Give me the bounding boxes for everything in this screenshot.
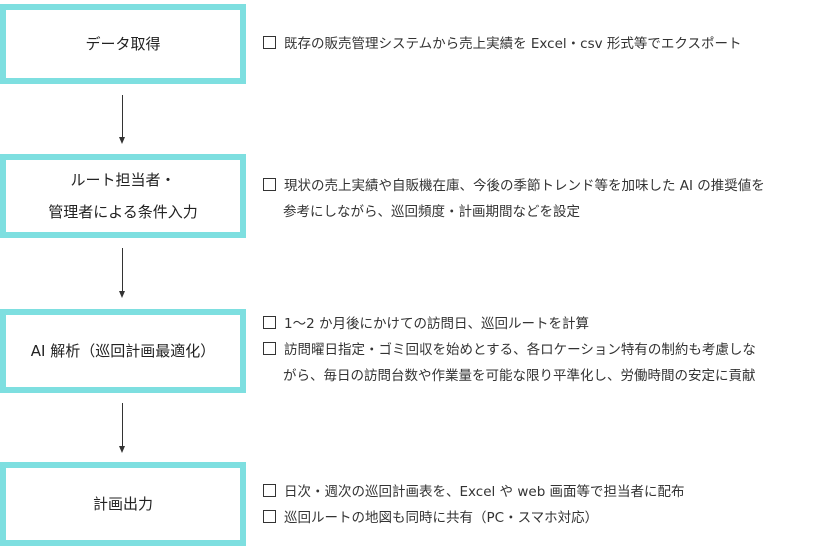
detail-line: 訪問曜日指定・ゴミ回収を始めとする、各ロケーション特有の制約も考慮しな [263,337,840,363]
step-title: 計画出力 [92,495,153,513]
checkbox-icon [263,178,276,191]
step-title: ルート担当者・ [70,171,176,189]
step-3-description: 1〜2 か月後にかけての訪問日、巡回ルートを計算 訪問曜日指定・ゴミ回収を始めと… [263,311,840,389]
flow-arrow-1 [119,95,125,144]
checkbox-icon [263,36,276,49]
detail-line-continuation: 参考にしながら、巡回頻度・計画期間などを設定 [283,204,580,220]
step-title: データ取得 [85,35,161,53]
step-4-description: 日次・週次の巡回計画表を、Excel や web 画面等で担当者に配布 巡回ルー… [263,479,840,531]
step-box-ai-analysis: AI 解析（巡回計画最適化） [0,309,246,393]
step-title: 管理者による条件入力 [48,203,198,221]
detail-line: 1〜2 か月後にかけての訪問日、巡回ルートを計算 [263,311,840,337]
detail-line-continuation: がら、毎日の訪問台数や作業量を可能な限り平準化し、労働時間の安定に貢献 [283,368,756,384]
step-1-description: 既存の販売管理システムから売上実績を Excel・csv 形式等でエクスポート [263,31,840,57]
detail-line: 現状の売上実績や自販機在庫、今後の季節トレンド等を加味した AI の推奨値を [263,173,840,199]
flow-arrow-3 [119,403,125,453]
checkbox-icon [263,316,276,329]
flow-arrow-2 [119,248,125,298]
step-box-plan-output: 計画出力 [0,462,246,546]
checkbox-icon [263,484,276,497]
step-title: AI 解析（巡回計画最適化） [30,342,216,360]
step-box-data-acquisition: データ取得 [0,4,246,84]
detail-line: 既存の販売管理システムから売上実績を Excel・csv 形式等でエクスポート [263,31,840,57]
checkbox-icon [263,510,276,523]
detail-line: 日次・週次の巡回計画表を、Excel や web 画面等で担当者に配布 [263,479,840,505]
step-box-condition-input: ルート担当者・ 管理者による条件入力 [0,154,246,238]
step-2-description: 現状の売上実績や自販機在庫、今後の季節トレンド等を加味した AI の推奨値を 参… [263,173,840,225]
checkbox-icon [263,342,276,355]
detail-line: 巡回ルートの地図も同時に共有（PC・スマホ対応） [263,505,840,531]
